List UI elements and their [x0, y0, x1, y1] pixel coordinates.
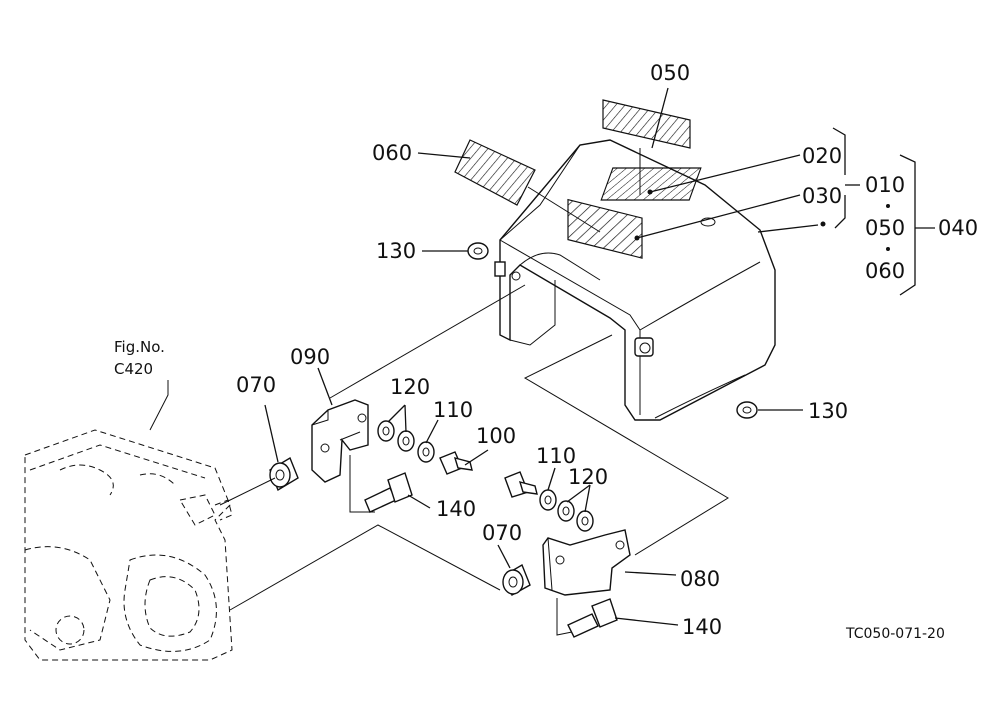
decal-050 [602, 99, 691, 149]
part-label-060: 060 [372, 141, 412, 165]
part-label-010: 010 [865, 173, 905, 197]
part-label-140-left: 140 [436, 497, 476, 521]
label-decal-030 [567, 198, 643, 259]
part-label-140-right: 140 [682, 615, 722, 639]
part-label-110-left: 110 [433, 398, 473, 422]
part-label-130-left: 130 [376, 239, 416, 263]
part-label-070-right: 070 [482, 521, 522, 545]
group-brackets [832, 127, 935, 296]
label-decal-020 [600, 167, 702, 201]
figure-ref-line1: Fig.No. [114, 338, 165, 356]
part-label-040: 040 [938, 216, 978, 240]
part-label-030: 030 [802, 184, 842, 208]
part-label-050-group: 050 [865, 216, 905, 240]
part-label-060-group: 060 [865, 259, 905, 283]
part-label-130-right: 130 [808, 399, 848, 423]
part-label-120-right: 120 [568, 465, 608, 489]
nut-130-left [467, 242, 489, 260]
bracket-090 [311, 399, 369, 483]
decal-060 [454, 139, 536, 206]
spacer-070-left [269, 456, 299, 492]
leader-lines [149, 87, 826, 626]
bolt-100-left [439, 451, 473, 475]
part-label-100: 100 [476, 424, 516, 448]
drawing-code: TC050-071-20 [845, 626, 945, 642]
bolt-140-right [567, 598, 618, 638]
spacer-070-right [502, 563, 531, 597]
washers-left [377, 420, 435, 463]
part-label-070-left: 070 [236, 373, 276, 397]
nut-130-right [736, 401, 758, 419]
bracket-080 [542, 529, 631, 596]
part-label-080: 080 [680, 567, 720, 591]
assembly-guide-lines [219, 148, 729, 636]
bolt-100-right [504, 471, 538, 498]
part-label-120-left: 120 [390, 375, 430, 399]
bolt-140-left [364, 472, 413, 513]
part-label-020: 020 [802, 144, 842, 168]
engine-housing-outline [24, 429, 233, 661]
figure-ref-line2: C420 [114, 360, 153, 378]
part-label-090: 090 [290, 345, 330, 369]
part-label-110-right: 110 [536, 444, 576, 468]
washers-right [539, 489, 594, 532]
part-label-050: 050 [650, 61, 690, 85]
